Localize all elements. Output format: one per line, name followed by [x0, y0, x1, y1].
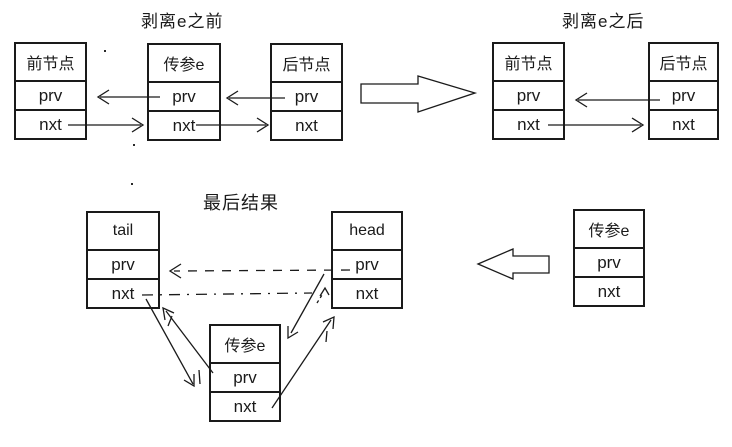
arrowhead-left-icon [225, 90, 239, 106]
node-field-prv: prv [149, 81, 219, 110]
arrowhead-down-left-icon [287, 326, 299, 340]
arrow-shaft-dashdot [141, 292, 313, 296]
transform-hollow-arrow-right-icon [360, 75, 478, 113]
node-title: 传参e [224, 338, 266, 355]
arrowhead-tick [167, 315, 173, 327]
arrowhead-tick [198, 369, 201, 385]
arrow-shaft [145, 298, 194, 385]
node-title: 传参e [588, 223, 630, 240]
node-detached-e: 传参e prv nxt [573, 209, 645, 307]
arrowhead-left-icon [168, 263, 182, 279]
arrow-final-tail-nxt-to-head-dashdot [141, 286, 330, 304]
node-field-prv: prv [272, 81, 341, 110]
node-field-prv: prv [575, 247, 643, 276]
node-field-nxt: nxt [494, 109, 563, 138]
artifact-dot [133, 144, 135, 146]
node-title: 后节点 [282, 57, 331, 74]
node-after-prev: 前节点 prv nxt [492, 42, 565, 140]
node-after-next: 后节点 prv nxt [648, 42, 719, 140]
arrowhead-up-right-icon [322, 315, 335, 330]
node-before-prev: 前节点 prv nxt [14, 42, 87, 140]
arrow-shaft-dashed [173, 269, 351, 272]
node-before-e: 传参e prv nxt [147, 43, 221, 141]
arrowhead-left-icon [96, 89, 110, 105]
arrowhead-right-icon [256, 117, 270, 133]
node-title: 前节点 [26, 56, 75, 73]
node-final-e: 传参e prv nxt [209, 324, 281, 422]
arrowhead-down-icon [183, 374, 195, 388]
arrow-shaft-dashdot [316, 294, 323, 304]
node-field-nxt: nxt [650, 109, 717, 138]
section-title-after: 剥离e之后 [562, 12, 645, 31]
transform-hollow-arrow-left-icon [476, 248, 550, 280]
node-field-nxt: nxt [211, 391, 279, 420]
node-field-nxt: nxt [272, 110, 341, 139]
arrow-final-e-nxt-to-head [271, 315, 335, 409]
node-title: 后节点 [659, 56, 708, 73]
arrow-final-e-prv-to-tail-nxt [162, 306, 214, 374]
arrowhead-up-left-icon [162, 306, 175, 321]
arrowhead-tick [325, 330, 328, 343]
node-field-prv: prv [650, 80, 717, 109]
node-field-prv: prv [16, 80, 85, 109]
node-field-nxt: nxt [333, 278, 401, 307]
arrow-shaft [290, 273, 325, 334]
section-title-final: 最后结果 [203, 193, 279, 213]
arrow-final-head-prv-to-tail-dashed [168, 263, 351, 279]
node-field-prv: prv [211, 362, 279, 391]
node-final-head: head prv nxt [331, 211, 403, 309]
node-field-nxt: nxt [575, 276, 643, 305]
node-before-next: 后节点 prv nxt [270, 43, 343, 141]
arrowhead-left-icon [574, 92, 588, 108]
node-field-nxt: nxt [88, 278, 158, 307]
node-field-prv: prv [333, 249, 401, 278]
arrow-final-head-prv-to-e [287, 273, 325, 340]
arrow-final-tail-nxt-to-e-prv [145, 298, 201, 388]
artifact-dot [104, 50, 106, 52]
artifact-dot [131, 183, 133, 185]
node-field-nxt: nxt [149, 110, 219, 139]
node-title: 前节点 [504, 56, 553, 73]
node-field-prv: prv [494, 80, 563, 109]
node-final-tail: tail prv nxt [86, 211, 160, 309]
section-title-before: 剥离e之前 [141, 12, 224, 31]
node-field-prv: prv [88, 249, 158, 278]
node-title: 传参e [163, 57, 205, 74]
arrowhead-up-icon [319, 286, 330, 297]
arrowhead-right-icon [631, 117, 645, 133]
node-title: head [349, 222, 385, 239]
arrow-shaft [165, 310, 214, 374]
node-field-nxt: nxt [16, 109, 85, 138]
arrowhead-right-icon [131, 117, 145, 133]
node-title: tail [112, 222, 134, 239]
